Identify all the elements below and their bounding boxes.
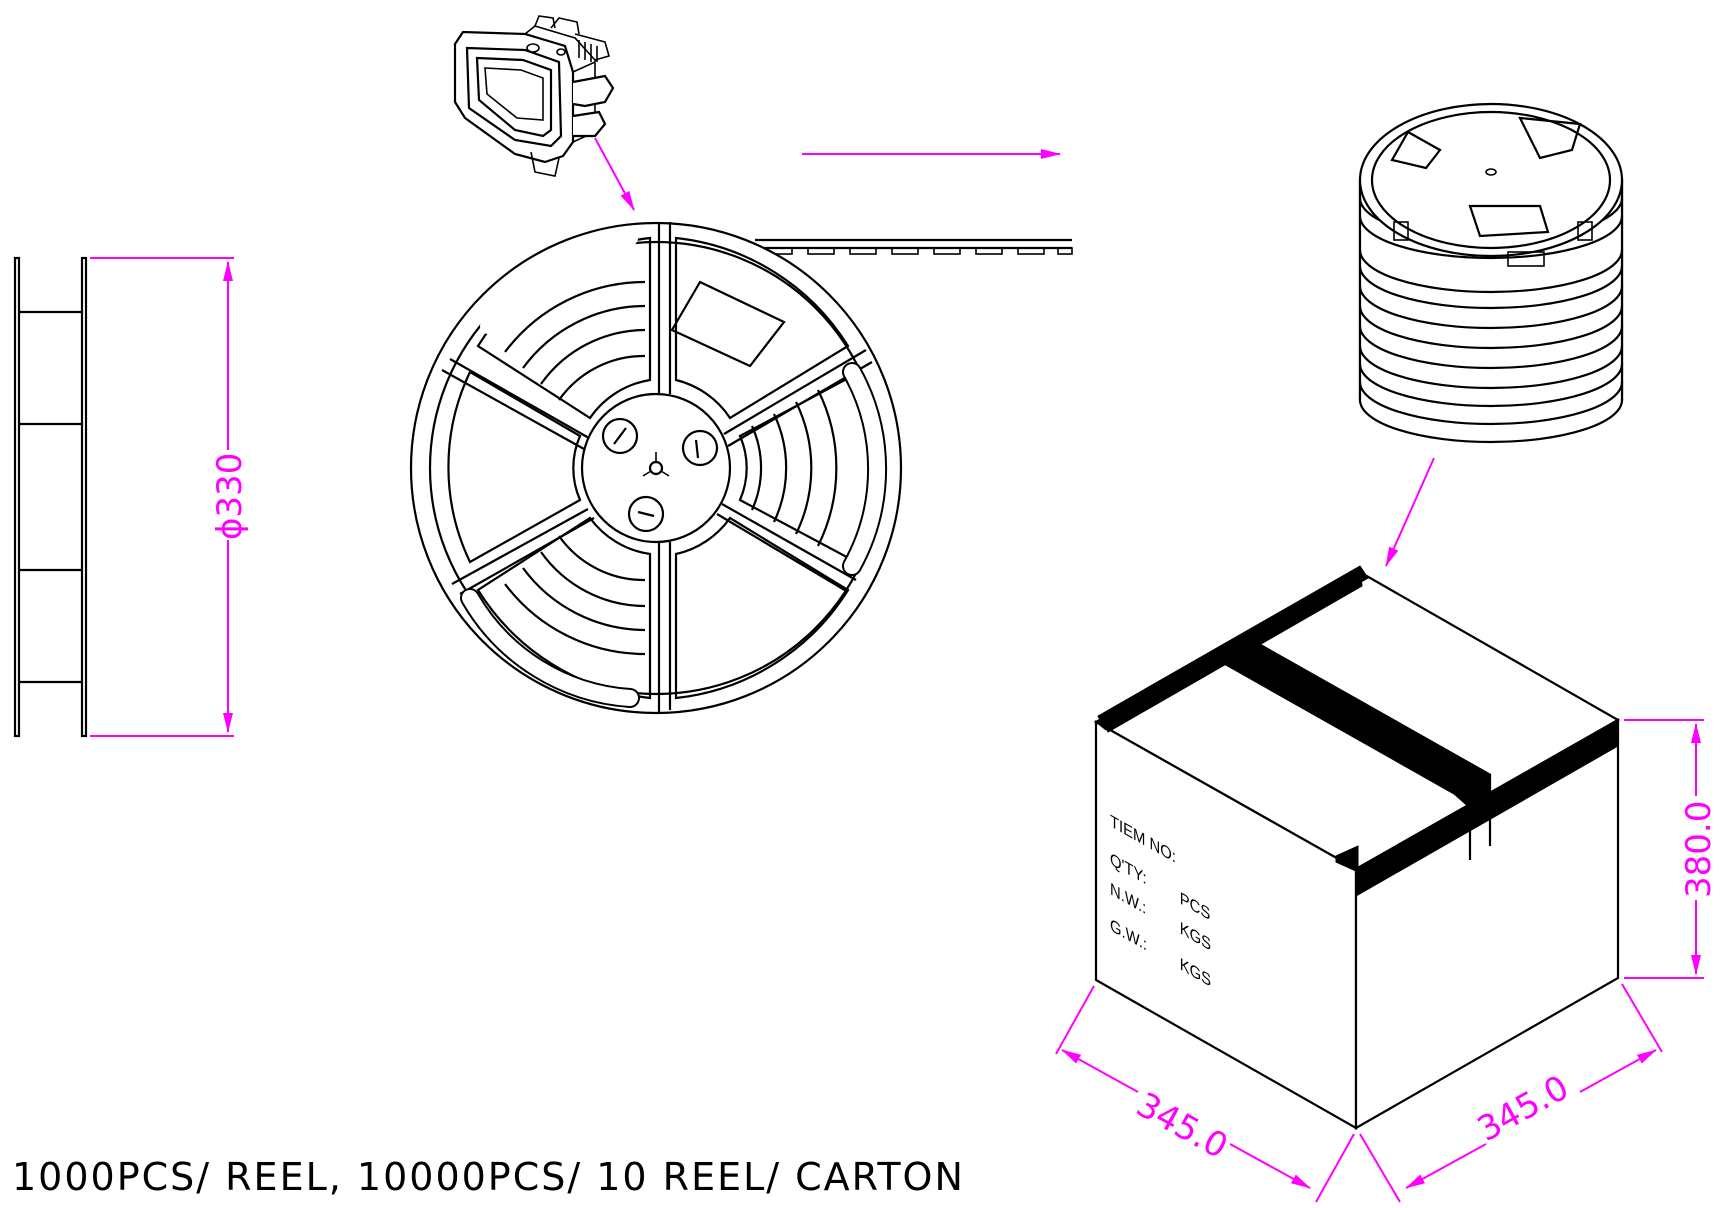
arrow-component-to-reel (594, 137, 635, 211)
reel-flange-right (80, 256, 88, 738)
reel-front-view (409, 221, 903, 715)
carton-height-label: 380.0 (1679, 801, 1719, 898)
carton-length-label: 345.0 (1130, 1085, 1235, 1167)
reel-stack (1358, 102, 1624, 444)
reel-diameter-label: ϕ330 (210, 453, 250, 540)
arrow-stack-to-carton (1385, 457, 1435, 567)
connector-component (453, 15, 615, 177)
reel-hub (580, 392, 732, 544)
reel-outer-rim (409, 221, 903, 715)
reel-flange-left (13, 256, 21, 738)
carton-width-label: 345.0 (1471, 1068, 1576, 1150)
reel-side-view (13, 256, 88, 738)
carton-box: TIEM NO: Q'TY: PCS N.W.: KGS G.W.: KGS (1093, 565, 1621, 1130)
reel-diameter-dimension: ϕ330 (90, 257, 250, 737)
carton-height-dimension: 380.0 (1624, 719, 1719, 979)
carrier-tape (755, 238, 1073, 255)
reel-label-area (670, 280, 786, 368)
packaging-caption: 1000PCS/ REEL, 10000PCS/ 10 REEL/ CARTON (12, 1155, 965, 1199)
